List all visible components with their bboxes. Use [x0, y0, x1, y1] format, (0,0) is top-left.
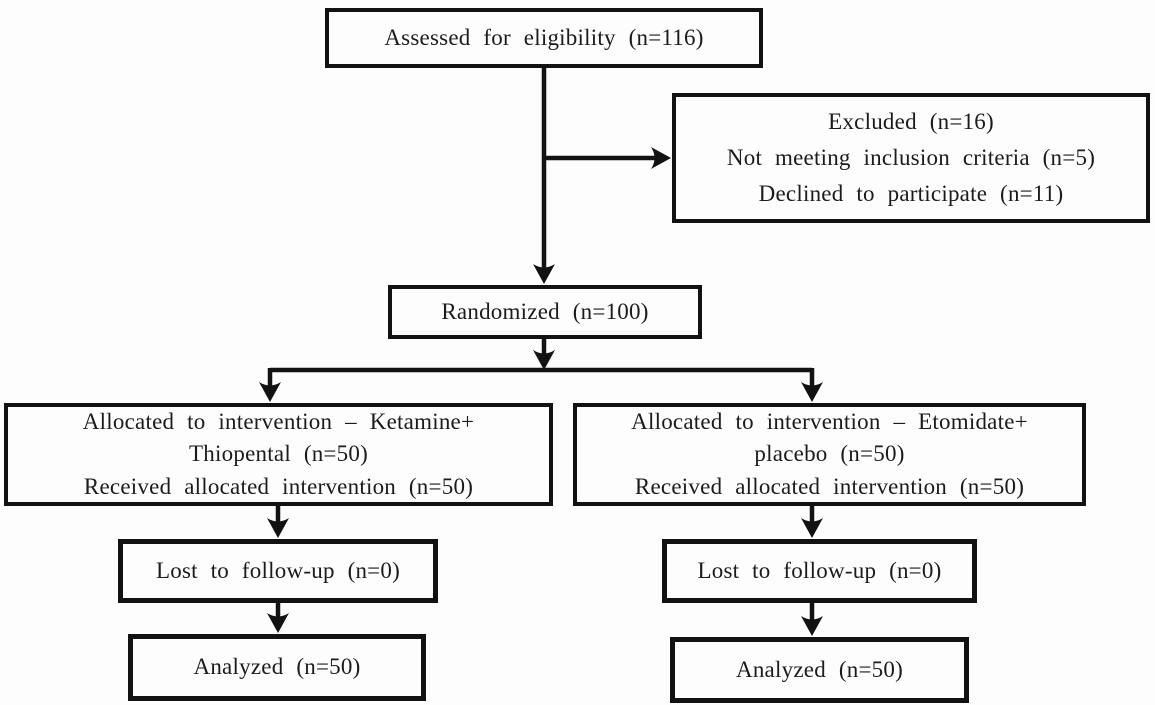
analyzed-left-label: Analyzed (n=50) [193, 654, 361, 680]
randomized-label: Randomized (n=100) [441, 298, 649, 324]
arrowhead-randomized [533, 264, 555, 284]
assessed-eligibility-node: Assessed for eligibility (n=116) [325, 8, 763, 68]
randomized-node: Randomized (n=100) [388, 285, 702, 339]
allocation-ketamine-line1: Allocated to intervention – Ketamine+ [82, 409, 475, 435]
arrowhead-analyzed-right [801, 616, 823, 636]
arrowhead-alloc-right [801, 382, 823, 402]
excluded-criteria-label: Not meeting inclusion criteria (n=5) [726, 145, 1096, 171]
lost-followup-right-label: Lost to follow-up (n=0) [697, 557, 942, 583]
excluded-declined-label: Declined to participate (n=11) [758, 180, 1064, 206]
allocation-ketamine-line2: Thiopental (n=50) [189, 441, 368, 467]
allocation-ketamine-line3: Received allocated intervention (n=50) [83, 473, 474, 499]
lost-followup-left-label: Lost to follow-up (n=0) [155, 557, 401, 583]
assessed-eligibility-label: Assessed for eligibility (n=116) [384, 24, 704, 50]
lost-followup-left-node: Lost to follow-up (n=0) [118, 539, 438, 603]
analyzed-right-label: Analyzed (n=50) [735, 656, 903, 682]
excluded-total-label: Excluded (n=16) [828, 109, 994, 135]
arrowhead-split [533, 350, 555, 370]
analyzed-left-node: Analyzed (n=50) [128, 634, 426, 701]
arrowhead-lost-left [267, 518, 289, 538]
allocation-etomidate-line1: Allocated to intervention – Etomidate+ [631, 409, 1028, 435]
excluded-node: Excluded (n=16) Not meeting inclusion cr… [672, 93, 1150, 223]
arrowhead-analyzed-left [267, 613, 289, 633]
allocation-ketamine-node: Allocated to intervention – Ketamine+ Th… [4, 403, 553, 506]
arrowhead-excluded [651, 147, 671, 169]
allocation-etomidate-node: Allocated to intervention – Etomidate+ p… [573, 403, 1086, 506]
allocation-etomidate-line2: placebo (n=50) [754, 441, 905, 467]
allocation-etomidate-line3: Received allocated intervention (n=50) [634, 473, 1025, 499]
lost-followup-right-node: Lost to follow-up (n=0) [662, 539, 977, 603]
arrowhead-lost-right [801, 518, 823, 538]
analyzed-right-node: Analyzed (n=50) [670, 637, 969, 703]
arrowhead-alloc-left [259, 382, 281, 402]
